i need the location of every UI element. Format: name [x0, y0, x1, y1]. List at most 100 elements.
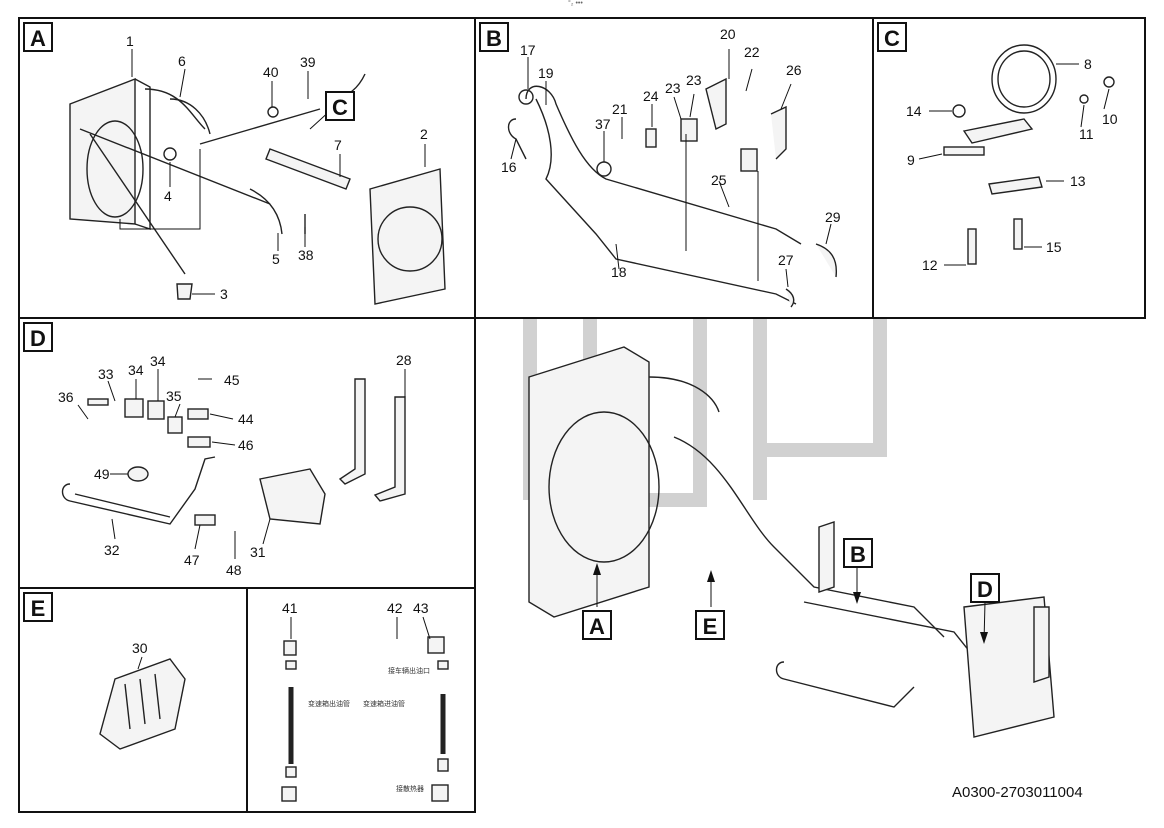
panel-b-drawing: 17 19 16 37 21 24 23 23 20 22 26 25 18 2… [501, 26, 841, 308]
panel-d-tag: D [23, 322, 53, 352]
label-39: 39 [300, 54, 316, 70]
label-14: 14 [906, 103, 922, 119]
label-32: 32 [104, 542, 120, 558]
fan-shroud-ring [86, 120, 144, 218]
note-gearbox-inlet: 变速箱进油管 [363, 699, 405, 708]
label-18: 18 [611, 264, 627, 280]
nut-10 [1103, 76, 1115, 88]
fitting-43-bottom [431, 784, 449, 802]
label-43: 43 [413, 600, 429, 616]
bracket-13 [988, 176, 1043, 195]
panel-e-drawing: 30 [99, 640, 186, 750]
cooler-31 [259, 468, 326, 525]
callout-c-in-a: C [325, 91, 355, 121]
label-5: 5 [272, 251, 280, 267]
label-7: 7 [334, 137, 342, 153]
label-6: 6 [178, 53, 186, 69]
note-connect-radiator: 接散热器 [396, 784, 424, 793]
label-34b: 34 [150, 353, 166, 369]
label-11: 11 [1079, 126, 1094, 142]
label-40: 40 [263, 64, 279, 80]
panel-b-tag: B [479, 22, 509, 52]
label-42: 42 [387, 600, 403, 616]
header-mark: °₂ ••• [568, 0, 583, 7]
clamp-49 [127, 466, 149, 482]
clamp-46 [187, 436, 211, 448]
bolt-15 [1013, 218, 1023, 250]
overview-tag-e: E [695, 610, 725, 640]
label-48: 48 [226, 562, 242, 578]
hose-5 [249, 188, 283, 235]
main-pipe [673, 436, 945, 638]
label-41: 41 [282, 600, 298, 616]
overview-tag-d: D [970, 573, 1000, 603]
label-29: 29 [825, 209, 841, 225]
label-21: 21 [612, 101, 628, 117]
label-38: 38 [298, 247, 314, 263]
fitting-43-top [427, 636, 445, 654]
label-24: 24 [643, 88, 659, 104]
label-2: 2 [420, 126, 428, 142]
washer-14 [952, 104, 966, 118]
panel-d-drawing: 36 33 34 34 35 45 44 46 28 49 32 47 48 3… [58, 352, 412, 578]
label-3: 3 [220, 286, 228, 302]
label-13: 13 [1070, 173, 1086, 189]
panel-b: B [474, 17, 874, 319]
label-36: 36 [58, 389, 74, 405]
label-10: 10 [1102, 111, 1118, 127]
label-30: 30 [132, 640, 148, 656]
panel-d: D [18, 317, 476, 589]
label-23b: 23 [686, 72, 702, 88]
note-connect-radiator-outlet: 接车辆出油口 [388, 666, 430, 675]
block-35 [167, 416, 183, 434]
label-35: 35 [166, 388, 182, 404]
bracket-28b [373, 396, 406, 502]
shroud-opening [377, 206, 443, 272]
label-28: 28 [396, 352, 412, 368]
bracket-26 [770, 105, 787, 160]
clamp-34 [147, 400, 165, 420]
hose-29 [815, 243, 838, 278]
panel-hoses-drawing: 41 42 43 接车辆出油口 变速箱出油管 变速箱进油管 接散热器 [281, 600, 449, 802]
washer-11 [1079, 94, 1089, 104]
bolt-12 [967, 228, 977, 265]
panel-e-tag: E [23, 592, 53, 622]
shroud-plate-2 [369, 168, 446, 305]
bracket-28a [338, 378, 366, 485]
clamp-47 [194, 514, 216, 526]
label-12: 12 [922, 257, 938, 273]
label-17: 17 [520, 42, 536, 58]
label-19: 19 [538, 65, 554, 81]
bracket-upper [962, 118, 1034, 144]
label-33: 33 [98, 366, 114, 382]
label-46: 46 [238, 437, 254, 453]
label-37: 37 [595, 116, 611, 132]
pipe-25 [525, 85, 802, 245]
hose-27 [785, 288, 795, 308]
document-id: A0300-2703011004 [952, 784, 1083, 801]
label-47: 47 [184, 552, 200, 568]
fitting-41-top [283, 640, 297, 656]
label-20: 20 [720, 26, 736, 42]
clamp-37 [596, 161, 612, 177]
label-27: 27 [778, 252, 794, 268]
panel-e: E 30 [18, 587, 248, 813]
clamp-44 [187, 408, 209, 420]
panel-a: A [18, 17, 476, 319]
label-15: 15 [1046, 239, 1062, 255]
panel-c: C 8 14 10 11 [872, 17, 1146, 319]
strap-clamp-8 [991, 44, 1057, 114]
drain-valve-3 [176, 283, 193, 300]
tube-7 [265, 148, 351, 190]
label-16: 16 [501, 159, 517, 175]
pipe-32 [61, 456, 216, 525]
label-22: 22 [744, 44, 760, 60]
clamp-23 [680, 118, 698, 142]
clamp-40 [267, 106, 279, 118]
panel-a-tag: A [23, 22, 53, 52]
label-8: 8 [1084, 56, 1092, 72]
overview-tag-a: A [582, 610, 612, 640]
bracket-b [818, 521, 835, 593]
long-pipe [79, 128, 271, 205]
fitting-41-bottom [281, 786, 297, 802]
